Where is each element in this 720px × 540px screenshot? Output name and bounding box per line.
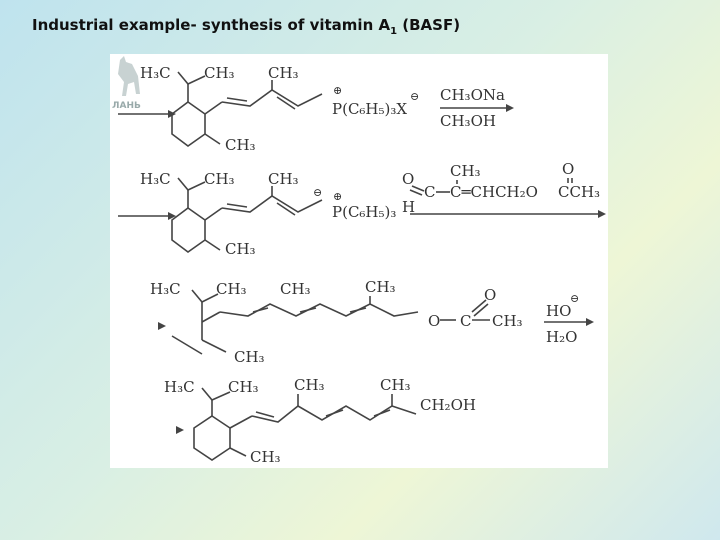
ch3-label: CH₃ [294, 376, 325, 394]
ch3-label: CH₃ [365, 278, 396, 296]
reaction-scheme: H₃C CH₃ CH₃ CH₃ P(C₆H₅)₃X ⊕ ⊖ CH₃ONa CH₃… [118, 64, 606, 466]
publisher-logo: ЛАНЬ [112, 56, 141, 111]
ester-ch3: CH₃ [492, 312, 523, 330]
ester-c: C [460, 312, 471, 330]
aldehyde-c: C [424, 183, 435, 201]
reaction-arrow-2: HO ⊖ H₂O [544, 292, 594, 346]
ester-o: O [428, 312, 440, 330]
reaction-scheme-panel: H₃C CH₃ CH₃ CH₃ P(C₆H₅)₃X ⊕ ⊖ CH₃ONa CH₃… [110, 54, 608, 468]
h3c-label: H₃C [150, 280, 181, 298]
ester-o: O [484, 286, 496, 304]
ch3-label: CH₃ [250, 448, 281, 466]
ch3-label: CH₃ [204, 64, 235, 82]
alcohol-label: CH₂OH [420, 396, 476, 414]
reagent-water: H₂O [546, 328, 577, 346]
arrow-2 [118, 212, 176, 220]
arrow-1 [118, 110, 176, 118]
plus-charge: ⊕ [333, 190, 342, 203]
vitamin-a: H₃C CH₃ CH₃ CH₃ CH₃ CH₂OH [164, 376, 476, 466]
minus-charge: ⊖ [313, 186, 322, 199]
reaction-arrow-1: CH₃ONa CH₃OH [440, 86, 514, 130]
ch3-label: CH₃ [268, 170, 299, 188]
ch3-label: CH₃ [228, 378, 259, 396]
reagent-hydroxide: HO [546, 302, 571, 320]
h3c-label: H₃C [164, 378, 195, 396]
arrow-3 [158, 322, 166, 330]
acetyl-o: O [562, 160, 574, 178]
ylide-label: P(C₆H₅)₃ [332, 203, 396, 221]
slide-title: Industrial example- synthesis of vitamin… [32, 16, 461, 37]
arrow-4 [176, 426, 184, 434]
aldehyde-o: O [402, 170, 414, 188]
reagent-sodium-methoxide: CH₃ONa [440, 86, 505, 104]
h3c-label: H₃C [140, 64, 171, 82]
ch3-label: CH₃ [380, 376, 411, 394]
aldehyde-chain: C═CHCH₂O [450, 183, 538, 201]
reagent-methanol: CH₃OH [440, 112, 496, 130]
h3c-label: H₃C [140, 170, 171, 188]
minus-charge: ⊖ [410, 90, 419, 103]
ch3-label: CH₃ [216, 280, 247, 298]
acetyl-label: CCH₃ [558, 183, 600, 201]
phosphonium-label: P(C₆H₅)₃X [332, 100, 407, 118]
ch3-label: CH₃ [268, 64, 299, 82]
vitamin-a-acetate: H₃C CH₃ CH₃ CH₃ CH₃ O C O CH₃ [150, 278, 523, 366]
minus-charge: ⊖ [570, 292, 579, 305]
logo-text: ЛАНЬ [112, 101, 141, 111]
deer-logo-icon [118, 56, 140, 96]
aldehyde-reagent: O C H CH₃ C═CHCH₂O O CCH₃ [402, 160, 606, 218]
ch3-label: CH₃ [280, 280, 311, 298]
plus-charge: ⊕ [333, 84, 342, 97]
ch3-label: CH₃ [225, 136, 256, 154]
phosphonium-salt: H₃C CH₃ CH₃ CH₃ P(C₆H₅)₃X ⊕ ⊖ [140, 64, 419, 154]
ylide: H₃C CH₃ CH₃ CH₃ P(C₆H₅)₃ ⊖ ⊕ [140, 170, 396, 258]
ch3-label: CH₃ [234, 348, 265, 366]
ch3-label: CH₃ [450, 162, 481, 180]
aldehyde-h: H [402, 198, 415, 216]
ch3-label: CH₃ [204, 170, 235, 188]
ch3-label: CH₃ [225, 240, 256, 258]
